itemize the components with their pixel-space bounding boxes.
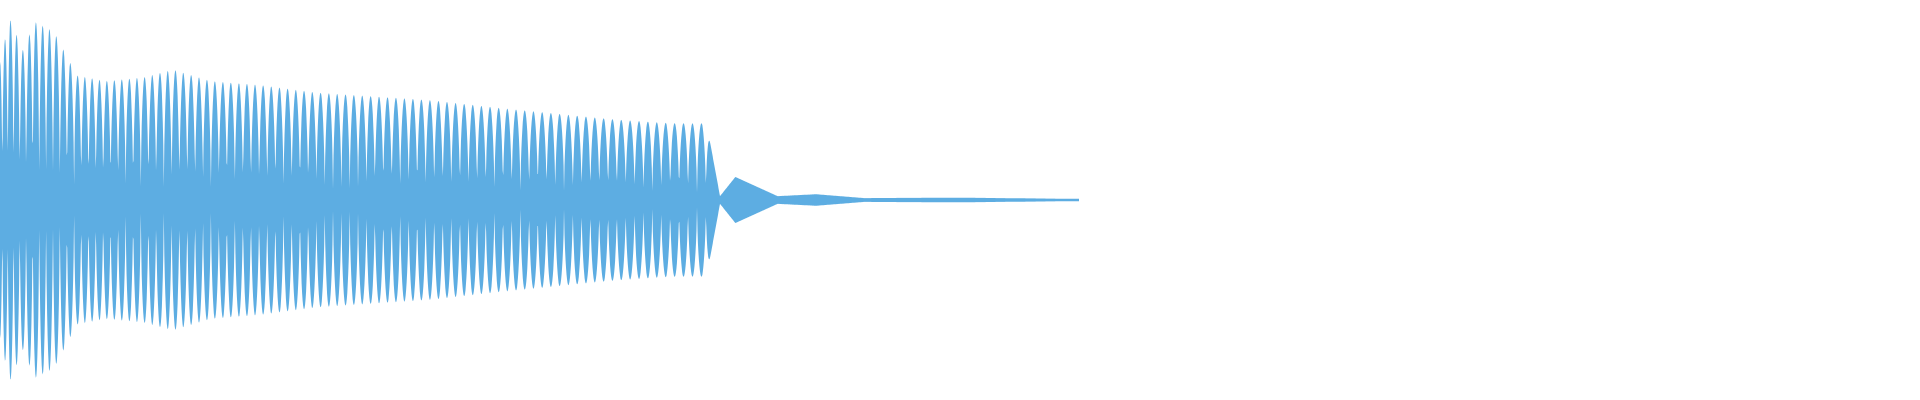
- waveform-shape: [0, 20, 1079, 380]
